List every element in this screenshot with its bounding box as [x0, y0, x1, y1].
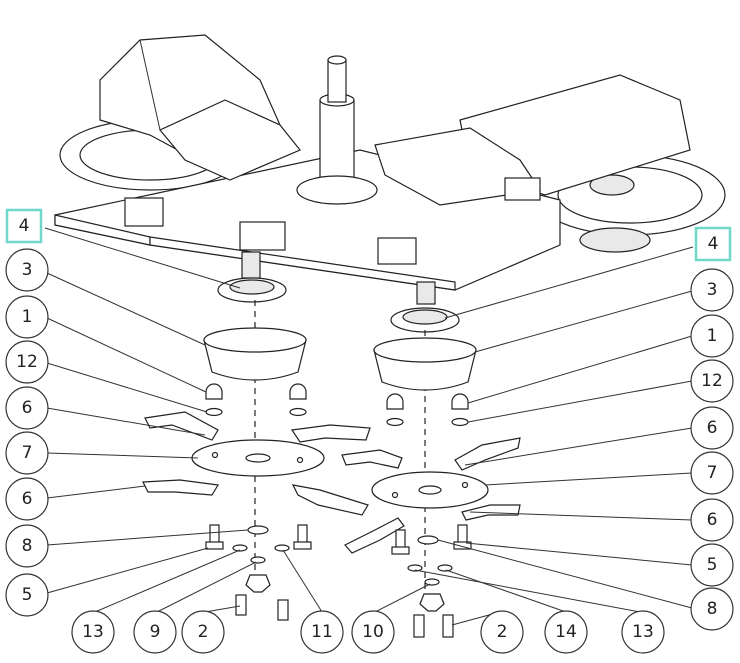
callout-right-12: 12 — [690, 359, 734, 403]
callout-label: 6 — [22, 398, 33, 418]
callout-label: 1 — [707, 326, 718, 346]
callout-right-7: 7 — [690, 451, 734, 495]
callout-right-5: 5 — [690, 543, 734, 587]
callout-right-6b: 6 — [690, 498, 734, 542]
callout-label: 3 — [707, 280, 718, 300]
callout-label: 5 — [707, 555, 718, 575]
callout-label: 4 — [19, 216, 30, 236]
callout-label: 13 — [82, 622, 104, 642]
callout-label: 12 — [701, 371, 723, 391]
callout-right-6a: 6 — [690, 406, 734, 450]
callout-label: 1 — [22, 307, 33, 327]
callout-label: 8 — [707, 599, 718, 619]
callout-right-4: 4 — [694, 226, 732, 262]
callout-left-4: 4 — [5, 208, 43, 244]
callout-bottom-13a: 13 — [71, 610, 115, 654]
callout-left-12: 12 — [5, 340, 49, 384]
callout-label: 7 — [707, 463, 718, 483]
callout-bottom-10: 10 — [351, 610, 395, 654]
callout-bottom-14: 14 — [544, 610, 588, 654]
callout-label: 2 — [198, 622, 209, 642]
callout-label: 12 — [16, 352, 38, 372]
leader-lines — [44, 227, 694, 626]
callout-label: 5 — [22, 585, 33, 605]
callout-right-3: 3 — [690, 268, 734, 312]
callout-label: 10 — [362, 622, 384, 642]
callout-left-1: 1 — [5, 295, 49, 339]
callout-right-1: 1 — [690, 314, 734, 358]
callout-label: 4 — [708, 234, 719, 254]
callout-left-5: 5 — [5, 573, 49, 617]
callout-bottom-2a: 2 — [181, 610, 225, 654]
callout-right-8: 8 — [690, 587, 734, 631]
callout-label: 11 — [311, 622, 333, 642]
callout-left-7: 7 — [5, 431, 49, 475]
callout-bottom-9: 9 — [133, 610, 177, 654]
callout-label: 6 — [707, 418, 718, 438]
callout-label: 6 — [707, 510, 718, 530]
callout-label: 13 — [632, 622, 654, 642]
right-blade-stack — [341, 330, 521, 638]
left-blade-stack — [142, 300, 371, 621]
callout-bottom-2b: 2 — [480, 610, 524, 654]
callout-bottom-11: 11 — [300, 610, 344, 654]
callout-left-6a: 6 — [5, 386, 49, 430]
callout-label: 14 — [555, 622, 577, 642]
callout-label: 2 — [497, 622, 508, 642]
callout-label: 3 — [22, 260, 33, 280]
callout-label: 9 — [150, 622, 161, 642]
callout-label: 8 — [22, 536, 33, 556]
callout-label: 6 — [22, 489, 33, 509]
callout-bottom-13b: 13 — [621, 610, 665, 654]
callout-label: 7 — [22, 443, 33, 463]
callout-left-8: 8 — [5, 524, 49, 568]
mower-deck-assembly — [54, 34, 726, 333]
callout-left-6b: 6 — [5, 477, 49, 521]
callout-left-3: 3 — [5, 248, 49, 292]
